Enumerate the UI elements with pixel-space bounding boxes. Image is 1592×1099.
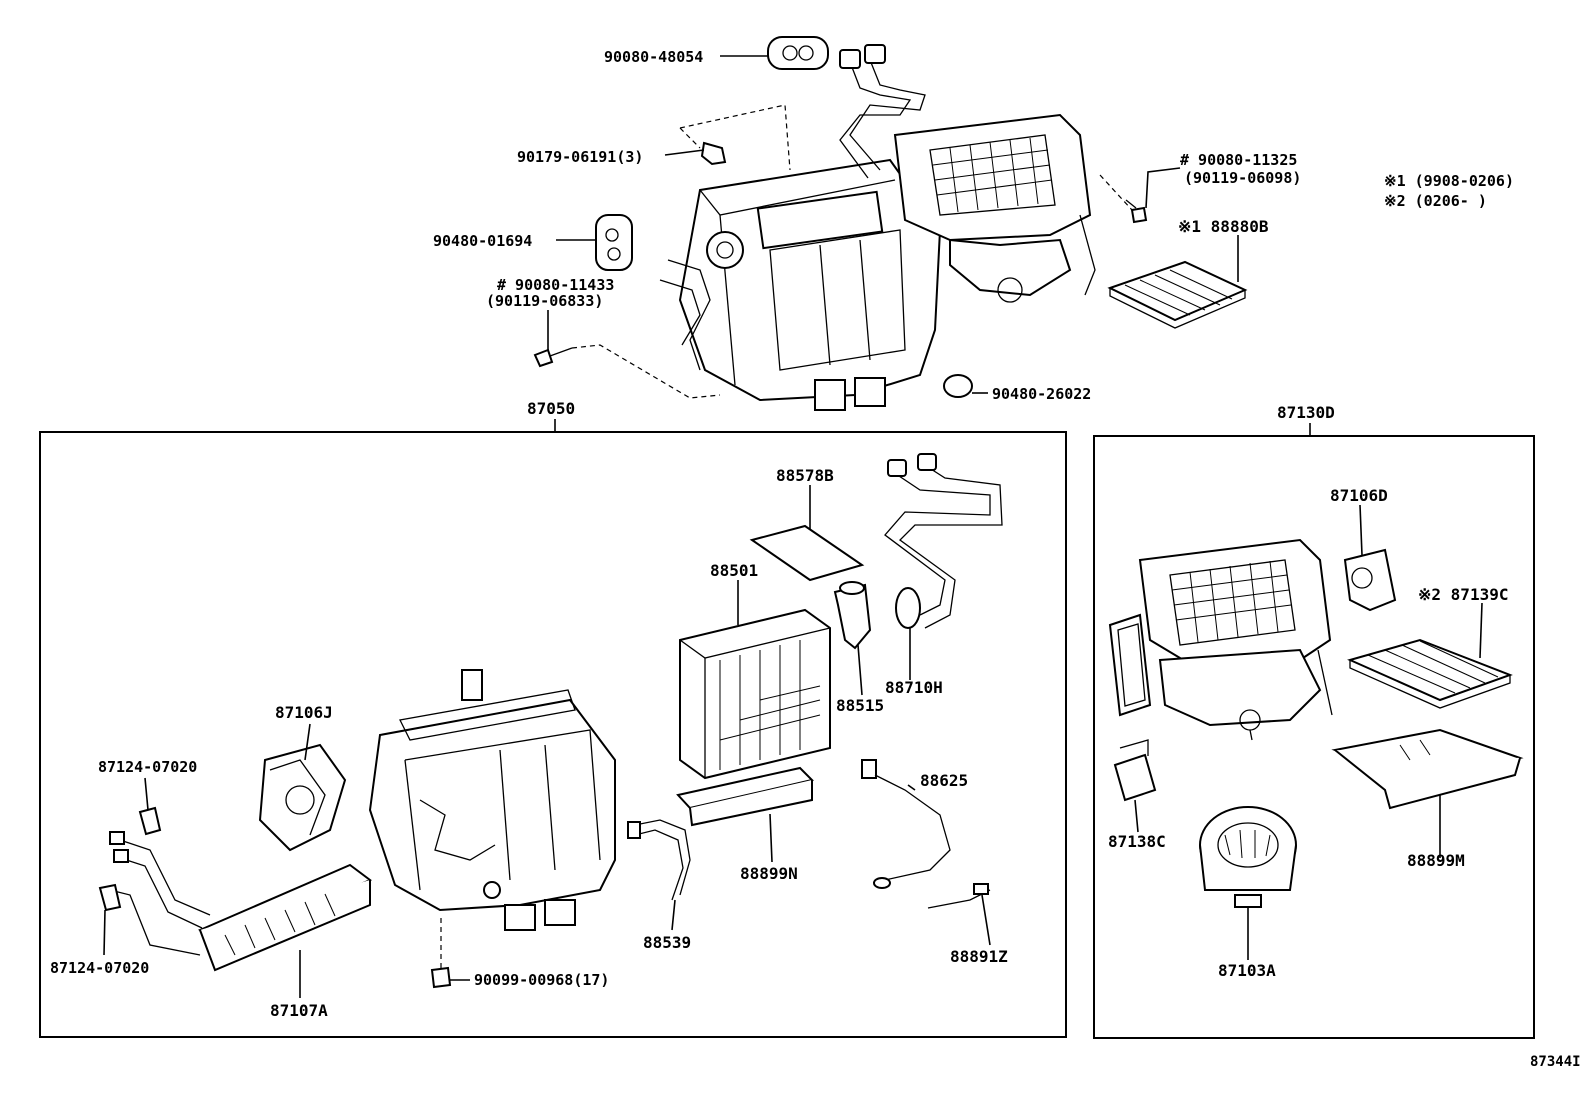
label-88891z: 88891Z: [950, 947, 1008, 966]
label-87050: 87050: [527, 399, 575, 418]
label-88539: 88539: [643, 933, 691, 952]
label-88899m: 88899M: [1407, 851, 1465, 870]
label-90080-48054: 90080-48054: [604, 48, 703, 66]
note-2: ※2 (0206- ): [1384, 192, 1487, 210]
label-88578b: 88578B: [776, 466, 834, 485]
label-87130d: 87130D: [1277, 403, 1335, 422]
label-90080-11433: # 90080-11433: [497, 276, 614, 294]
group-box-87050: [39, 431, 1067, 1038]
group-box-87130d: [1093, 435, 1535, 1039]
note-1: ※1 (9908-0206): [1384, 172, 1514, 190]
label-88515: 88515: [836, 696, 884, 715]
label-87138c: 87138C: [1108, 832, 1166, 851]
label-87106j: 87106J: [275, 703, 333, 722]
label-87139c: ※2 87139C: [1418, 585, 1508, 604]
label-87124-07020-lower: 87124-07020: [50, 959, 149, 977]
label-88501: 88501: [710, 561, 758, 580]
label-88880b: ※1 88880B: [1178, 217, 1269, 236]
label-90480-01694: 90480-01694: [433, 232, 532, 250]
label-90119-06098: (90119-06098): [1184, 169, 1301, 187]
diagram-code: 87344I: [1530, 1054, 1581, 1070]
top-leaders: [547, 55, 1239, 394]
top-hvac-assembly: [533, 36, 1248, 411]
label-87103a: 87103A: [1218, 961, 1276, 980]
label-87106d: 87106D: [1330, 486, 1388, 505]
right-box-parts: [1108, 538, 1524, 908]
label-90080-11325: # 90080-11325: [1180, 151, 1297, 169]
label-90480-26022: 90480-26022: [992, 385, 1091, 403]
label-88625: 88625: [920, 771, 968, 790]
label-90179-06191: 90179-06191(3): [517, 148, 643, 166]
label-88899n: 88899N: [740, 864, 798, 883]
label-90099-00968: 90099-00968(17): [474, 971, 609, 989]
left-box-parts: [98, 453, 1003, 989]
label-90119-06833: (90119-06833): [486, 292, 603, 310]
label-87124-07020-upper: 87124-07020: [98, 758, 197, 776]
label-88710h: 88710H: [885, 678, 943, 697]
right-leaders: [1134, 504, 1483, 960]
left-leaders: [103, 485, 991, 998]
label-87107a: 87107A: [270, 1001, 328, 1020]
